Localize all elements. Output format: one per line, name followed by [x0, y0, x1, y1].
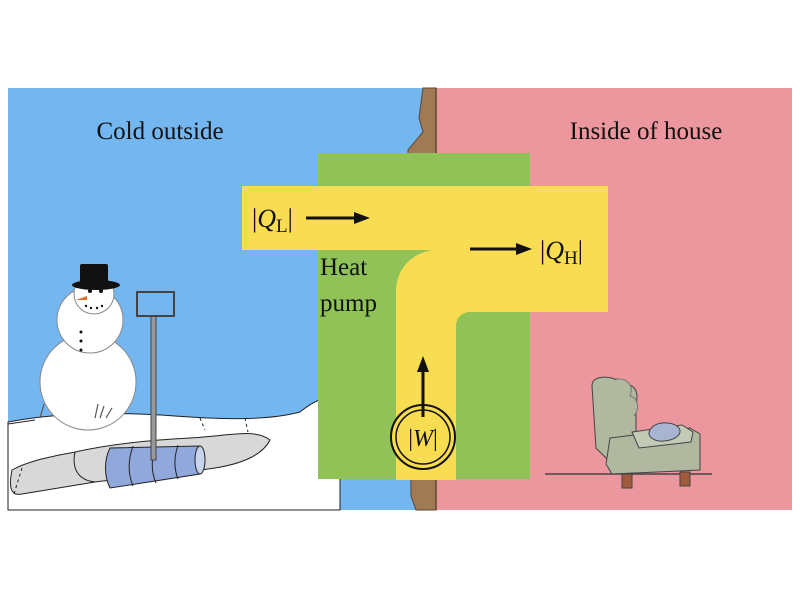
- q-high-label: |QH|: [540, 236, 583, 269]
- heat-pump-label-line2: pump: [320, 290, 377, 317]
- heat-flow-path: [242, 186, 608, 480]
- armchair-icon: [545, 376, 712, 489]
- heat-pump-label-line1: Heat: [320, 254, 367, 281]
- q-low-arrow: [306, 212, 370, 224]
- q-low-label: |QL|: [252, 204, 293, 237]
- snow-shovel-icon: [136, 291, 175, 461]
- buried-pipe-icon: [105, 444, 206, 489]
- inside-label: Inside of house: [570, 118, 723, 145]
- snowman-icon: [39, 264, 137, 431]
- outside-label: Cold outside: [96, 118, 223, 145]
- work-label: |W|: [408, 426, 438, 452]
- work-arrow: [417, 356, 429, 417]
- q-high-arrow: [470, 243, 532, 255]
